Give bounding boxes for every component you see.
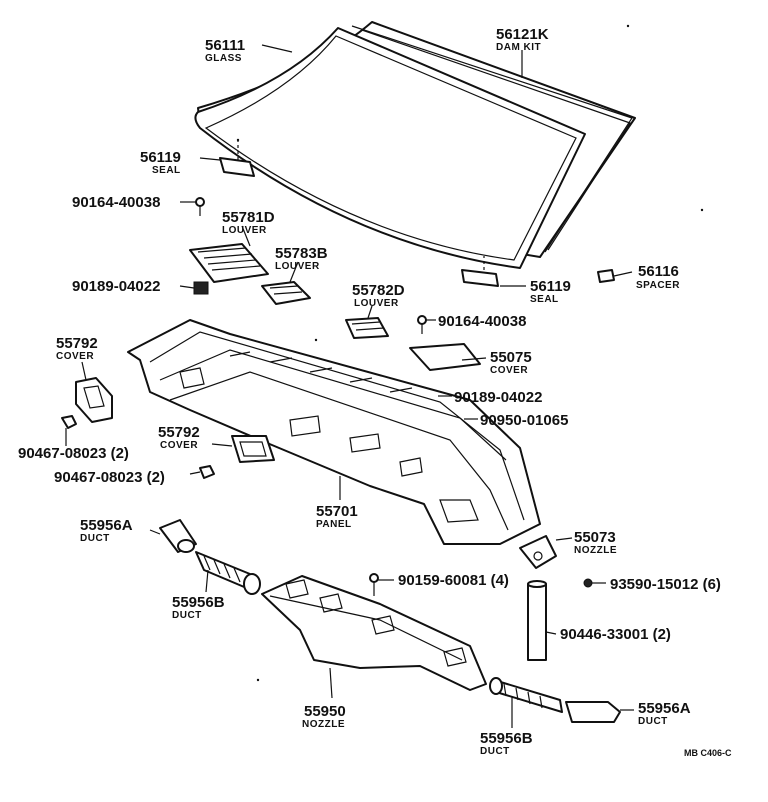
seal-right-part-number: 56119 (530, 278, 571, 295)
dot-mark (700, 208, 704, 212)
louver-d-part (189, 243, 269, 283)
duct-b-right-part-number: 55956B (480, 730, 533, 747)
bolt-c-part (369, 573, 379, 596)
panel-name: PANEL (316, 519, 352, 530)
louver-782-name: LOUVER (354, 298, 399, 309)
seal-top-name: SEAL (152, 165, 181, 176)
louver-b-part-number: 55783B (275, 245, 328, 262)
diagram-code: MB C406-C (684, 748, 732, 758)
cover-mid-part (231, 435, 275, 463)
leader-lines (65, 44, 634, 728)
dam-kit-name: DAM KIT (496, 42, 541, 53)
panel-part-number: 55701 (316, 503, 358, 520)
windshield-glass (194, 21, 636, 269)
duct-a-right-part-number: 55956A (638, 700, 691, 717)
duct-b-right-part (489, 677, 563, 713)
glass-part-number: 56111 (205, 37, 245, 54)
bolt-a-part (195, 197, 205, 216)
cover-mid-name: COVER (160, 440, 198, 451)
duct-a-right-part (565, 701, 621, 723)
cover-left-part (75, 377, 113, 423)
duct-a-right-name: DUCT (638, 716, 668, 727)
louver-782-part (345, 317, 389, 339)
louver-d-name: LOUVER (222, 225, 267, 236)
spacer-part (597, 269, 615, 283)
louver-b-name: LOUVER (275, 261, 320, 272)
nozzle-073-part-number: 55073 (574, 529, 616, 546)
duct-a-left-part (159, 519, 197, 553)
bolt-b-part-number: 90164-40038 (438, 313, 526, 330)
clip-a-part (193, 281, 209, 295)
cover-mid-part-number: 55792 (158, 424, 200, 441)
duct-b-left-part (195, 551, 261, 595)
seal-right-name: SEAL (530, 294, 559, 305)
clip-d-part-number: 90467-08023 (2) (54, 469, 165, 486)
dot-mark (236, 138, 240, 142)
cover-left-name: COVER (56, 351, 94, 362)
dot-mark (256, 678, 260, 682)
nozzle-073-name: NOZZLE (574, 545, 617, 556)
nozzle-950-part (261, 575, 487, 691)
cover-075-part (409, 343, 481, 371)
cowl-panel-part (127, 319, 541, 545)
screw-b-part-number: 93590-15012 (6) (610, 576, 721, 593)
nozzle-073-part (519, 535, 557, 569)
duct-a-left-part-number: 55956A (80, 517, 133, 534)
bolt-c-part-number: 90159-60081 (4) (398, 572, 509, 589)
screw-b-part (583, 578, 593, 588)
nozzle-950-part-number: 55950 (304, 703, 346, 720)
seal-top-part (219, 140, 255, 177)
clip-c-part (61, 415, 77, 429)
bolt-b-part (417, 315, 427, 334)
spacer-name: SPACER (636, 280, 680, 291)
duct-b-right-name: DUCT (480, 746, 510, 757)
hose-part (527, 580, 547, 661)
clip-b-part-number: 90189-04022 (454, 389, 542, 406)
clip-d-part (199, 465, 215, 479)
duct-b-left-part-number: 55956B (172, 594, 225, 611)
dot-mark (626, 24, 630, 28)
duct-b-left-name: DUCT (172, 610, 202, 621)
seal-top-part-number: 56119 (140, 149, 181, 166)
hose-part-number: 90446-33001 (2) (560, 626, 671, 643)
cover-left-part-number: 55792 (56, 335, 98, 352)
spacer-part-number: 56116 (638, 263, 679, 280)
cover-075-name: COVER (490, 365, 528, 376)
louver-d-part-number: 55781D (222, 209, 275, 226)
dam-kit-part-number: 56121K (496, 26, 549, 43)
dam-kit-strip (351, 25, 633, 253)
glass-name: GLASS (205, 53, 242, 64)
bolt-a-part-number: 90164-40038 (72, 194, 160, 211)
cover-075-part-number: 55075 (490, 349, 532, 366)
clip-a-part-number: 90189-04022 (72, 278, 160, 295)
dot-mark (314, 338, 318, 342)
louver-782-part-number: 55782D (352, 282, 405, 299)
louver-b-part (261, 281, 311, 305)
nozzle-950-name: NOZZLE (302, 719, 345, 730)
clip-c-part-number: 90467-08023 (2) (18, 445, 129, 462)
seal-right-part (461, 256, 499, 287)
screw-a-part-number: 90950-01065 (480, 412, 568, 429)
duct-a-left-name: DUCT (80, 533, 110, 544)
